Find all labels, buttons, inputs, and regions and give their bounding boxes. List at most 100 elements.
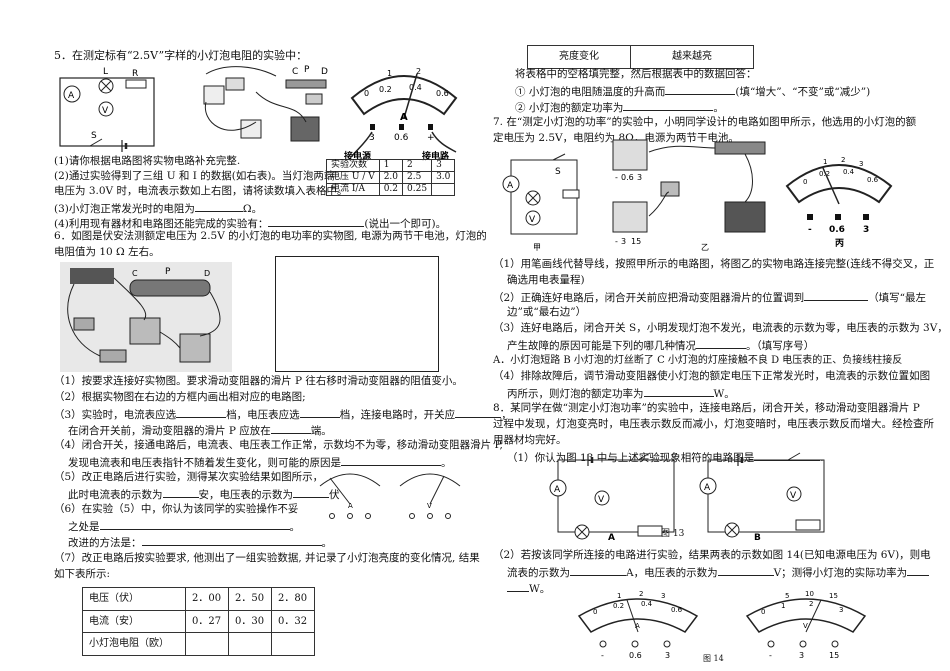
- svg-text:0: 0: [803, 178, 807, 186]
- resistance-trend-blank[interactable]: [665, 82, 736, 95]
- svg-text:-: -: [808, 225, 812, 235]
- q6-improper-operation-blank[interactable]: [99, 517, 290, 530]
- svg-text:-: -: [769, 651, 772, 660]
- q5-circuit-diagram: A L V R S: [59, 67, 155, 152]
- svg-text:A: A: [704, 483, 711, 493]
- q6-ammeter-range-blank[interactable]: [176, 405, 227, 418]
- svg-text:3: 3: [863, 225, 869, 235]
- svg-text:0.6: 0.6: [867, 176, 879, 184]
- brightness-table: 亮度变化越来越亮: [527, 45, 754, 69]
- q6-title: 6．如图是伏安法测额定电压为 2.5V 的小灯泡的电功率的实物图, 电源为两节干…: [54, 230, 487, 242]
- q7-slider-position-blank[interactable]: [804, 288, 869, 301]
- svg-text:0.6: 0.6: [436, 89, 449, 98]
- svg-text:0: 0: [761, 608, 765, 616]
- q5-ammeter-dial: 1 2 0 0.2 0.4 0.6 A 3 0.6 + 接电源 接电路: [344, 67, 458, 161]
- svg-text:0.6: 0.6: [621, 173, 634, 182]
- svg-text:10: 10: [805, 590, 814, 598]
- svg-text:0.6: 0.6: [829, 225, 845, 235]
- svg-text:15: 15: [829, 592, 838, 600]
- q7-circuit-jia: A V S 甲: [502, 153, 580, 252]
- svg-text:A: A: [554, 485, 561, 495]
- q5-title: 5．在测定标有“2.5V”字样的小灯泡电阻的实验中：: [54, 49, 308, 62]
- svg-text:0.4: 0.4: [843, 168, 855, 176]
- q8-power-blank[interactable]: [907, 563, 930, 576]
- rated-power-blank[interactable]: [623, 98, 714, 111]
- q6-fault-reason-blank[interactable]: [341, 453, 441, 466]
- svg-text:C: C: [292, 67, 298, 77]
- svg-text:0: 0: [593, 608, 597, 616]
- svg-text:0.2: 0.2: [613, 602, 624, 610]
- svg-text:-: -: [615, 237, 618, 246]
- fig14-voltmeter: 0 1 2 3 5 10 15 V - 3 15: [745, 590, 867, 660]
- q6-switch-state-blank[interactable]: [455, 405, 502, 418]
- svg-text:1: 1: [387, 69, 392, 78]
- q8-title: 8．某同学在做“测定小灯泡功率”的实验中，连接电路后，闭合开关，移动滑动变阻器滑…: [493, 402, 920, 414]
- q6-circuit-drawing-box[interactable]: [275, 256, 439, 372]
- q8-voltage-blank[interactable]: [717, 563, 774, 576]
- svg-text:1: 1: [781, 602, 785, 610]
- svg-text:接电路: 接电路: [422, 150, 450, 161]
- svg-text:0.6: 0.6: [671, 606, 683, 614]
- svg-text:P: P: [165, 267, 171, 277]
- q7-rated-power-blank[interactable]: [643, 384, 714, 397]
- svg-text:A: A: [348, 502, 353, 510]
- svg-text:-: -: [601, 651, 604, 660]
- svg-text:0.6: 0.6: [394, 133, 409, 143]
- q7-meter-bing: 0 0.2 0.4 0.6 1 2 3 - 0.6 3 丙: [785, 156, 893, 249]
- svg-text:0.4: 0.4: [409, 83, 422, 92]
- fig-jia-label: 甲: [533, 243, 541, 252]
- svg-text:0: 0: [364, 89, 369, 98]
- q6-resistance-cell-3[interactable]: [271, 632, 315, 656]
- svg-text:3: 3: [621, 237, 626, 246]
- svg-text:2: 2: [639, 590, 643, 598]
- svg-text:3: 3: [839, 606, 843, 614]
- svg-text:V: V: [790, 491, 797, 501]
- q7-fault-blank[interactable]: [696, 336, 746, 349]
- svg-text:1: 1: [823, 158, 827, 166]
- svg-text:L: L: [103, 67, 108, 77]
- svg-text:S: S: [91, 131, 97, 141]
- svg-text:3: 3: [661, 592, 665, 600]
- q6-improvement-blank[interactable]: [141, 533, 322, 546]
- svg-text:15: 15: [829, 651, 839, 660]
- q6-voltage-reading-blank[interactable]: [293, 485, 329, 498]
- svg-text:2: 2: [809, 600, 813, 608]
- svg-text:V: V: [427, 502, 432, 510]
- svg-text:2: 2: [841, 156, 845, 164]
- svg-text:3: 3: [665, 651, 670, 660]
- fig13-circuit-A: A V A: [549, 452, 675, 542]
- svg-text:-: -: [615, 173, 618, 182]
- q6-resistance-cell-2[interactable]: [228, 632, 272, 656]
- q6-apparatus-photo: P C D: [60, 262, 232, 372]
- fig13-B-label: B: [754, 533, 761, 542]
- svg-text:R: R: [132, 69, 138, 79]
- q5-resistance-blank[interactable]: [194, 199, 243, 212]
- svg-text:5: 5: [785, 592, 789, 600]
- svg-text:0.2: 0.2: [819, 170, 830, 178]
- fig14-caption: 图 14: [703, 654, 724, 663]
- q6-small-meters: A V: [319, 473, 461, 519]
- svg-text:0.2: 0.2: [379, 85, 392, 94]
- q6-slider-position-blank[interactable]: [270, 421, 311, 434]
- q7-title: 7. 在“测定小灯泡的功率”的实验中，小明同学设计的电路如图甲所示，他选用的小灯…: [493, 116, 917, 128]
- fig13-A-label: A: [608, 533, 615, 542]
- q5-table-blank-cell[interactable]: [431, 183, 456, 196]
- svg-text:3: 3: [637, 173, 642, 182]
- q7-apparatus-yi: - 0.6 3 - 3 15 乙: [612, 139, 766, 252]
- q6-resistance-cell-1[interactable]: [185, 632, 229, 656]
- svg-text:1: 1: [617, 592, 621, 600]
- svg-text:D: D: [204, 269, 210, 278]
- svg-text:P: P: [304, 65, 310, 75]
- q6-current-reading-blank[interactable]: [162, 485, 199, 498]
- svg-text:A: A: [400, 112, 408, 123]
- svg-text:S: S: [555, 167, 561, 177]
- svg-text:15: 15: [631, 237, 641, 246]
- q5-experiment-blank[interactable]: [268, 214, 365, 227]
- q8-current-blank[interactable]: [570, 563, 626, 576]
- svg-text:A: A: [507, 181, 514, 191]
- svg-text:V: V: [529, 215, 536, 225]
- fig13-caption: 图 13: [661, 529, 685, 539]
- q6-voltmeter-range-blank[interactable]: [299, 405, 340, 418]
